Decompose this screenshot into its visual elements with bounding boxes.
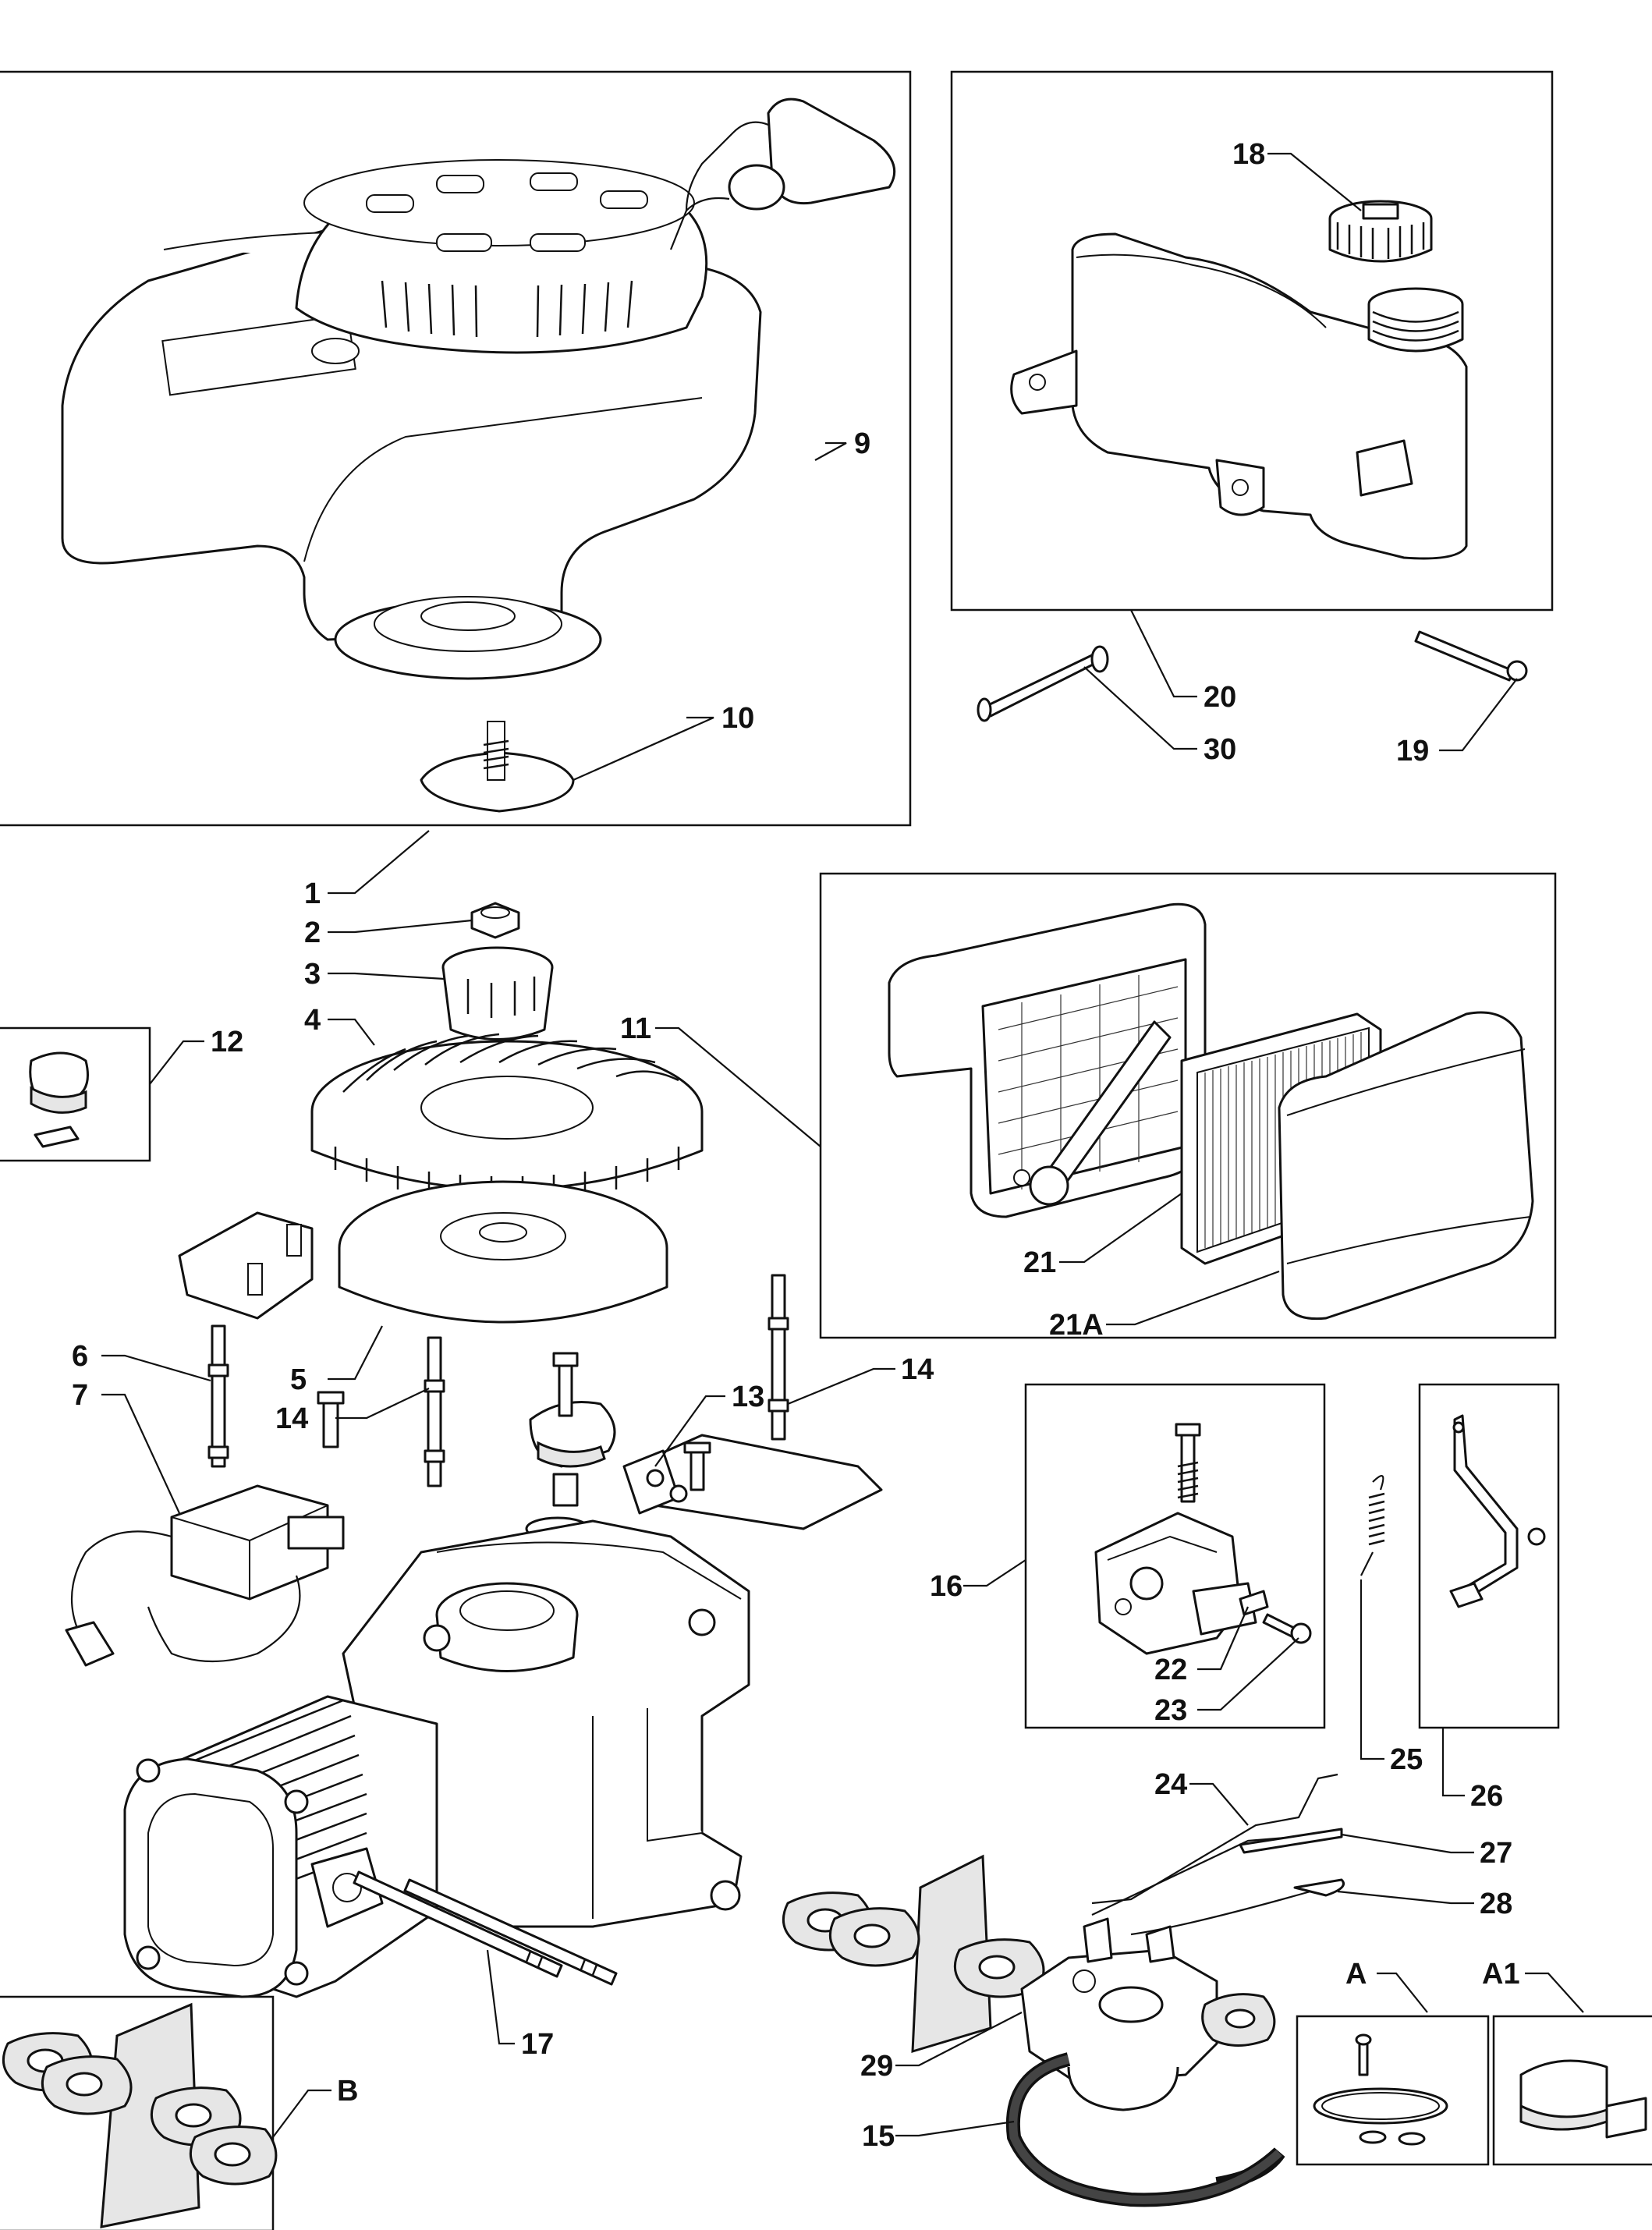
detail-a1-part (1519, 2059, 1647, 2139)
callout-B: B (337, 2075, 358, 2108)
carburetor-gaskets (782, 1854, 1045, 2054)
recoil-starter-housing (61, 159, 762, 680)
callout-26: 26 (1470, 1780, 1503, 1813)
starter-handle (669, 97, 896, 250)
flywheel-fan (310, 1033, 704, 1200)
callout-30: 30 (1204, 733, 1236, 766)
fuel-hose-15 (1005, 2052, 1285, 2207)
callout-15: 15 (862, 2120, 895, 2153)
air-filter-base (888, 902, 1207, 1218)
fuel-cap (1328, 200, 1433, 263)
callout-3: 3 (304, 958, 321, 991)
callout-A: A (1345, 1958, 1367, 1991)
cam-lever-assembly (525, 1352, 616, 1541)
detail-b-gaskets (2, 2002, 278, 2228)
stud-14-left (424, 1336, 445, 1487)
callout-2: 2 (304, 916, 321, 949)
carburetor (1020, 1917, 1276, 2111)
callout-13: 13 (732, 1381, 764, 1413)
detail-a1-frame (1492, 2015, 1652, 2166)
callout-19: 19 (1396, 735, 1429, 768)
governor-frame (1024, 1383, 1326, 1729)
detail-a-parts (1313, 2033, 1448, 2146)
callout-22: 22 (1154, 1654, 1187, 1686)
callout-21: 21 (1023, 1246, 1056, 1279)
callout-25: 25 (1390, 1743, 1423, 1776)
throttle-rods (1091, 1773, 1345, 1936)
flywheel-nut (470, 902, 520, 939)
callout-27: 27 (1480, 1837, 1512, 1870)
callout-7: 7 (72, 1379, 88, 1412)
stud-6 (207, 1324, 229, 1468)
fuel-tank-frame (950, 70, 1554, 612)
engine-block (123, 1519, 750, 1998)
detail-12-cam (29, 1051, 89, 1148)
pawl-plate (420, 721, 575, 813)
callout-12: 12 (211, 1026, 243, 1058)
governor-lever-frame (1418, 1383, 1560, 1729)
governor-screw-23 (1262, 1613, 1312, 1644)
callout-4: 4 (304, 1004, 321, 1037)
callout-20: 20 (1204, 681, 1236, 714)
starter-cup (441, 946, 554, 1041)
ignition-shield (178, 1211, 314, 1320)
callout-17: 17 (521, 2028, 554, 2061)
detail-12-frame (0, 1026, 151, 1162)
callout-23: 23 (1154, 1694, 1187, 1727)
callout-24: 24 (1154, 1768, 1187, 1801)
callout-labels: 1 2 3 4 5 6 7 9 10 11 12 13 14 14 15 16 … (72, 138, 1520, 2153)
ignition-coil (65, 1391, 345, 1667)
callout-28: 28 (1480, 1888, 1512, 1920)
callout-18: 18 (1232, 138, 1265, 171)
callout-29: 29 (860, 2050, 893, 2083)
air-filter-frame (819, 872, 1557, 1339)
recoil-starter-frame (0, 70, 912, 827)
callout-9: 9 (854, 427, 870, 460)
callout-5: 5 (290, 1363, 307, 1396)
callout-6: 6 (72, 1340, 88, 1373)
callout-A1: A1 (1482, 1958, 1520, 1991)
callout-14-right: 14 (901, 1353, 934, 1386)
governor-bracket-16 (1094, 1423, 1269, 1655)
intake-studs-17 (353, 1870, 618, 1986)
callout-14-left: 14 (275, 1402, 308, 1435)
tank-bolt-30 (977, 645, 1109, 722)
callout-1: 1 (304, 877, 321, 910)
leader-lines (101, 152, 1584, 2138)
fuel-tank (1010, 232, 1468, 560)
governor-lever-26 (1449, 1414, 1546, 1608)
callout-21A: 21A (1049, 1309, 1104, 1342)
detail-a-frame (1296, 2015, 1490, 2166)
air-filter-cover (1278, 1011, 1534, 1321)
callout-11: 11 (620, 1012, 651, 1045)
callout-16: 16 (930, 1570, 962, 1603)
callout-10: 10 (721, 702, 754, 735)
tank-bolt-19 (1414, 630, 1528, 682)
stud-14-right (768, 1274, 789, 1441)
flywheel (338, 1180, 668, 1324)
governor-mount-13 (622, 1434, 883, 1530)
governor-spring-25 (1360, 1474, 1385, 1576)
detail-b-frame (0, 1995, 275, 2230)
